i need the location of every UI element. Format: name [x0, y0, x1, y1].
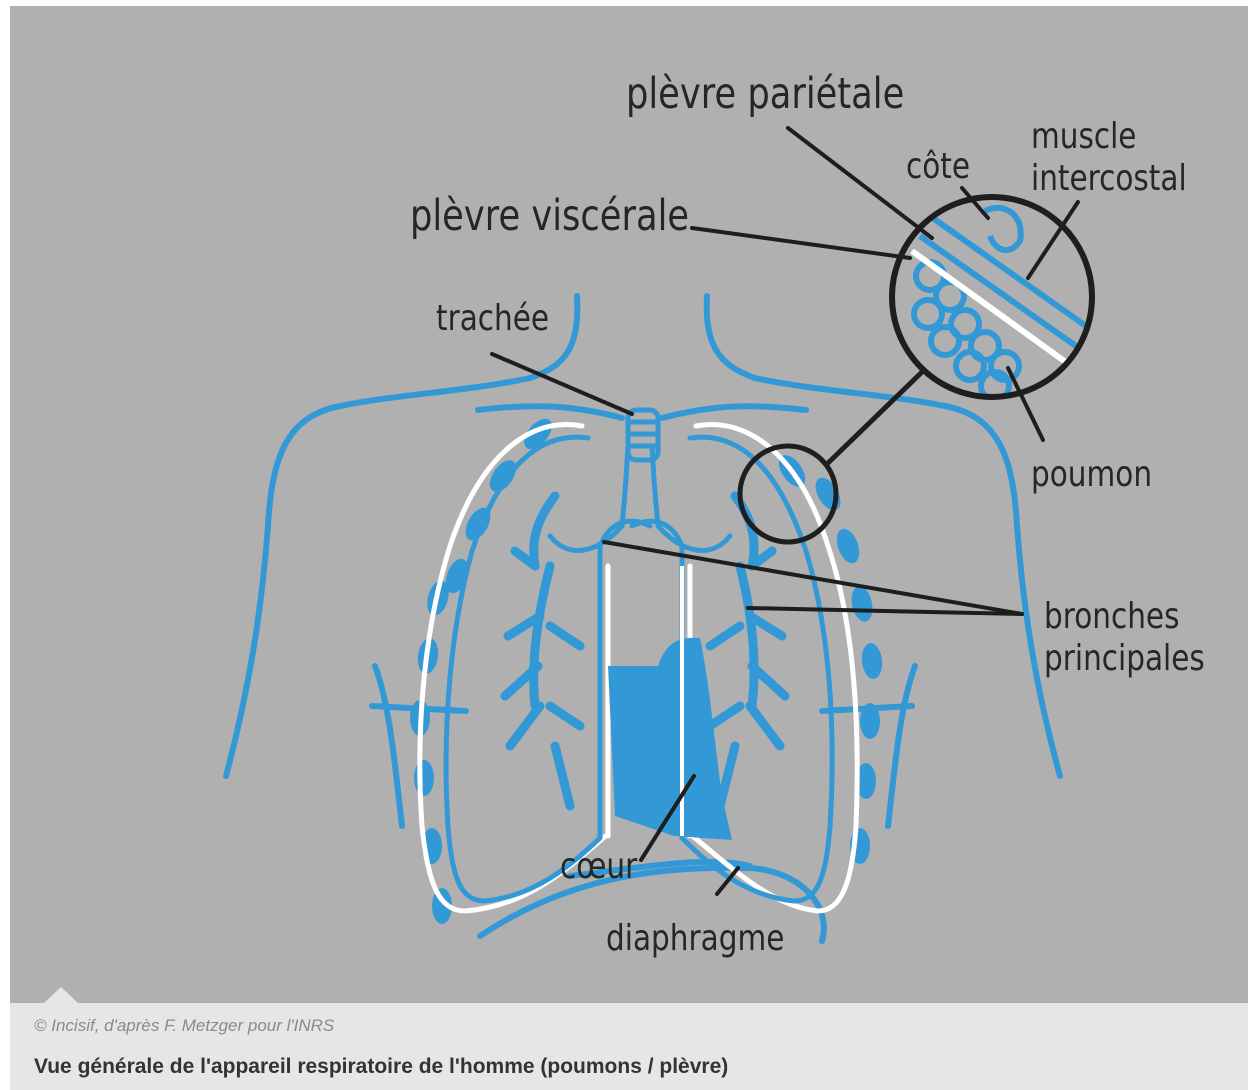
image-caption: Vue générale de l'appareil respiratoire …	[34, 1055, 728, 1079]
caption-pointer	[44, 987, 78, 1003]
label-bronches-1: bronches	[1044, 596, 1179, 637]
figure-frame: plèvre pariétale plèvre viscérale côte m…	[10, 6, 1248, 1090]
label-cote: côte	[906, 146, 970, 187]
label-poumon: poumon	[1031, 454, 1152, 495]
body-outline	[226, 296, 1060, 941]
respiratory-diagram: plèvre pariétale plèvre viscérale côte m…	[10, 6, 1248, 1003]
label-diaphragme: diaphragme	[606, 918, 784, 959]
label-plevre-viscerale: plèvre viscérale	[410, 192, 689, 241]
label-muscle-intercostal-2: intercostal	[1031, 158, 1187, 199]
zoom-connector	[827, 372, 922, 464]
heart	[608, 638, 732, 840]
label-trachee: trachée	[436, 298, 549, 339]
label-muscle-intercostal-1: muscle	[1031, 116, 1136, 157]
label-bronches-2: principales	[1044, 638, 1205, 679]
image-credit: © Incisif, d'après F. Metzger pour l'INR…	[34, 1016, 334, 1036]
label-plevre-parietale: plèvre pariétale	[626, 70, 904, 119]
label-coeur: cœur	[560, 846, 637, 887]
